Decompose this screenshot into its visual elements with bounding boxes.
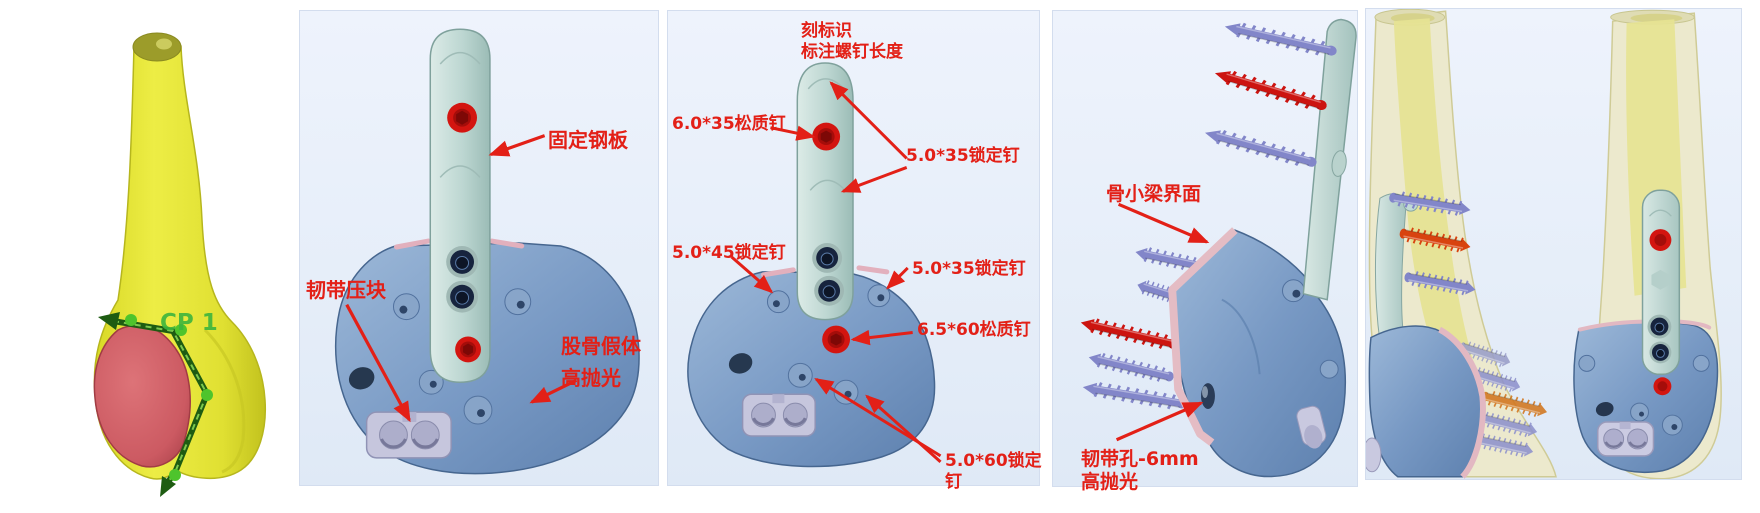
mark-length-label-line1: 刻标识 (801, 21, 852, 41)
panel-side-screws: 骨小梁界面 韧带孔-6mm 高抛光 (1052, 10, 1358, 493)
locking-hole (446, 280, 479, 313)
fixation-plate-frontal (1641, 189, 1681, 376)
ligament-hole (1595, 402, 1614, 417)
screw-boss (1630, 402, 1649, 422)
fixation-plate-lateral (1374, 193, 1407, 343)
screw-boss (463, 395, 493, 425)
frontal-implanted-view (1573, 9, 1722, 479)
femoral-prosthesis-body-side (1168, 227, 1347, 478)
ligament-hole (348, 367, 375, 390)
trabecular-interface-label: 骨小梁界面 (1106, 183, 1202, 205)
ligament-hole-label-line1: 韧带孔-6mm (1081, 448, 1199, 470)
lateral-implanted-view (1366, 9, 1557, 479)
mark-length-label-line2: 标注螺钉长度 (801, 42, 903, 62)
fixation-plate-label: 固定钢板 (548, 128, 628, 152)
red-screw-head (447, 102, 478, 133)
ligament-press-block (741, 393, 816, 437)
plate-tab (1331, 150, 1347, 177)
prosthesis-screw-spec-render (687, 62, 942, 468)
press-block-edge (1296, 405, 1327, 449)
panel-screw-specs: 刻标识 标注螺钉长度 6.0*35松质钉 5.0*35锁定钉 5.0*45锁定钉… (667, 10, 1042, 492)
trabecular-interface-edge (1438, 326, 1486, 479)
cut-plane-label: CP 1 (160, 310, 218, 336)
mark-length-label: 刻标识 标注螺钉长度 (801, 21, 903, 63)
implanted-bone-render (1366, 9, 1722, 479)
ligament-hole (728, 353, 753, 374)
trabecular-interface-edge (1168, 227, 1238, 446)
ligament-press-block (1597, 421, 1655, 457)
side-peg-left (392, 293, 420, 321)
cut-plane-indicator (98, 312, 213, 497)
side-peg (1578, 354, 1596, 372)
screw-boss (1319, 359, 1339, 379)
plate-hole-outline (439, 51, 481, 65)
panel-prosthesis-front: 韧带压块 固定钢板 股骨假体 高抛光 (299, 10, 659, 486)
prosthesis-side-render (1077, 17, 1357, 478)
annotation-arrows (345, 134, 578, 423)
interface-rim-left (393, 238, 431, 250)
prosthesis-front-render (334, 28, 640, 475)
plate-hole-outline (1651, 269, 1670, 290)
press-block-edge (1366, 437, 1382, 473)
ligament-hole-label: 韧带孔-6mm 高抛光 (1081, 448, 1199, 494)
side-peg-right (504, 288, 532, 316)
panel-bone-segmentation: CP 1 (0, 0, 298, 513)
red-screw-head (812, 122, 841, 151)
locking-5060-label-line2: 钉 (945, 472, 962, 492)
bone-segmentation-render: CP 1 (93, 32, 267, 497)
femoral-prosthesis-body (687, 265, 936, 468)
fixation-plate-side (1302, 18, 1357, 301)
prosthesis-polish-label-line1: 股骨假体 (561, 334, 641, 358)
cancellous-6035-label: 6.0*35松质钉 (672, 114, 786, 134)
prosthesis-polish-label-line2: 高抛光 (561, 366, 621, 390)
locking-5060-label-line1: 5.0*60锁定 (945, 451, 1042, 471)
plate-hole-outline (439, 165, 481, 178)
locking-hole (814, 275, 845, 306)
prosthesis-polish-label: 股骨假体 高抛光 (561, 330, 641, 394)
locking-5035-side-label: 5.0*35锁定钉 (912, 259, 1026, 279)
locking-5045-label: 5.0*45锁定钉 (672, 243, 786, 263)
panel-implanted-views (1365, 8, 1742, 480)
locking-hole (812, 243, 843, 273)
fixation-plate (429, 28, 491, 383)
locking-5060-label: 5.0*60锁定 钉 (945, 451, 1042, 493)
locking-5035-top-label: 5.0*35锁定钉 (906, 146, 1020, 166)
red-screw-head (455, 336, 481, 363)
annotation-arrows (1115, 202, 1210, 442)
side-peg (1692, 354, 1710, 372)
red-screw-head (822, 325, 851, 354)
ligament-hole-label-line2: 高抛光 (1081, 471, 1139, 493)
interface-rim-right (489, 238, 525, 249)
side-peg (1281, 279, 1305, 303)
ligament-block-label: 韧带压块 (306, 278, 386, 302)
cancellous-6560-label: 6.5*60松质钉 (917, 320, 1031, 340)
locking-hole (446, 246, 479, 278)
annotation-arrows (730, 81, 942, 463)
